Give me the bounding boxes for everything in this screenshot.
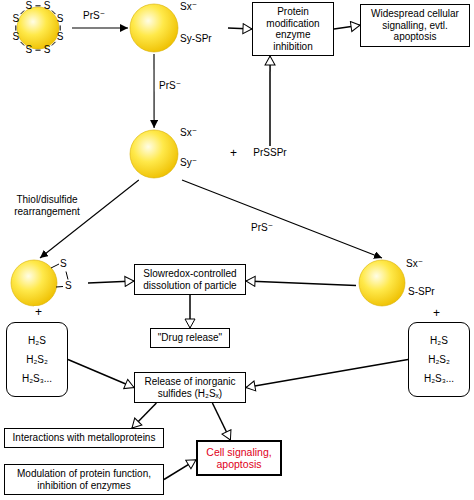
- sulfur-ring: SSSSSSSS: [4, 0, 72, 56]
- node-text: H₂S₃...: [11, 373, 63, 384]
- particle-sphere: [128, 128, 218, 180]
- node-text: Release of inorganic sulfides (H₂Sₓ): [139, 376, 241, 399]
- flow-arrow: [246, 281, 356, 285]
- atom-label: S: [44, 44, 51, 56]
- atom-label: S: [65, 280, 72, 292]
- node-text: H₂S: [11, 335, 63, 346]
- node-text: Protein modification enzyme inhibition: [257, 6, 329, 52]
- node-text: "Drug release": [155, 332, 225, 344]
- node-text: PrSSPr: [244, 146, 296, 160]
- particle: Sx⁻ Sy-SPr: [128, 2, 228, 54]
- reaction-arrow: [72, 27, 128, 28]
- edge-label: PrS⁻: [82, 10, 106, 22]
- flow-arrow: [189, 295, 191, 328]
- reaction-arrow: [40, 180, 139, 258]
- reagent-label: PrSSPr: [244, 146, 296, 162]
- node-text: H₂S₃...: [413, 373, 465, 384]
- node-text: H₂S: [413, 335, 465, 346]
- edge-label: Thiol/disulfide rearrangement: [4, 194, 90, 218]
- atom-label: Sx⁻: [180, 1, 197, 13]
- edge-label: PrS⁻: [250, 222, 274, 234]
- flow-arrow: [68, 360, 134, 388]
- flow-arrow: [246, 360, 408, 388]
- atom-label: S: [60, 258, 67, 270]
- atom-label: Sx⁻: [180, 127, 197, 139]
- atom-label: S: [25, 44, 32, 56]
- flow-arrow: [228, 28, 252, 29]
- atom-label: S: [25, 0, 32, 12]
- atom-label: Sy⁻: [180, 157, 197, 169]
- process-box: Modulation of protein function, inhibiti…: [4, 464, 164, 495]
- process-box: Widespread cellular signalling, evtl. ap…: [360, 4, 470, 47]
- flow-arrow: [132, 403, 156, 428]
- atom-label: S: [12, 31, 19, 43]
- atom-label: S: [57, 31, 64, 43]
- atom-label: S: [57, 13, 64, 25]
- plus-sign: +: [229, 147, 238, 159]
- flow-arrow: [269, 56, 271, 146]
- atom-label: S: [12, 13, 19, 25]
- node-text: Slowredox-controlled dissolution of part…: [139, 268, 241, 291]
- process-box: Protein modification enzyme inhibition: [252, 2, 334, 56]
- flow-arrow: [334, 25, 360, 29]
- particle-sphere: [128, 2, 228, 54]
- node-text: H₂S₂: [413, 354, 465, 365]
- atom-label: Sx⁻: [406, 258, 423, 270]
- atom-label: S-SPr: [408, 286, 435, 298]
- plus-sign: +: [432, 307, 441, 319]
- flow-arrow: [164, 460, 196, 480]
- particle: SS: [8, 258, 88, 308]
- process-box: Release of inorganic sulfides (H₂Sₓ): [134, 372, 246, 403]
- edge-label: PrS⁻: [158, 80, 182, 92]
- process-box: "Drug release": [150, 328, 230, 348]
- plus-sign: +: [34, 306, 43, 318]
- process-box: Interactions with metalloproteins: [4, 428, 164, 448]
- particle-sphere: [8, 258, 88, 308]
- atom-label: S: [44, 0, 51, 12]
- node-text: H₂S₂: [11, 354, 63, 365]
- node-text: Widespread cellular signalling, evtl. ap…: [365, 8, 465, 43]
- particle: Sx⁻ Sy⁻: [128, 128, 218, 180]
- reaction-arrow: [182, 180, 382, 258]
- process-box: Slowredox-controlled dissolution of part…: [134, 264, 246, 295]
- product-box: H₂S H₂S₂ H₂S₃...: [6, 322, 68, 397]
- flow-arrow: [88, 281, 134, 283]
- particle: Sx⁻ S-SPr: [356, 258, 456, 308]
- flow-arrow: [212, 403, 230, 440]
- outcome-box: Cell signaling, apoptosis: [196, 440, 282, 476]
- node-text: Modulation of protein function, inhibiti…: [9, 468, 159, 491]
- node-text: Interactions with metalloproteins: [9, 432, 159, 444]
- node-text: Cell signaling, apoptosis: [202, 446, 276, 470]
- sulfur-ring-shape: [4, 0, 72, 56]
- product-box: H₂S H₂S₂ H₂S₃...: [408, 322, 470, 397]
- reaction-arrow: [153, 54, 154, 128]
- atom-label: Sy-SPr: [180, 33, 212, 45]
